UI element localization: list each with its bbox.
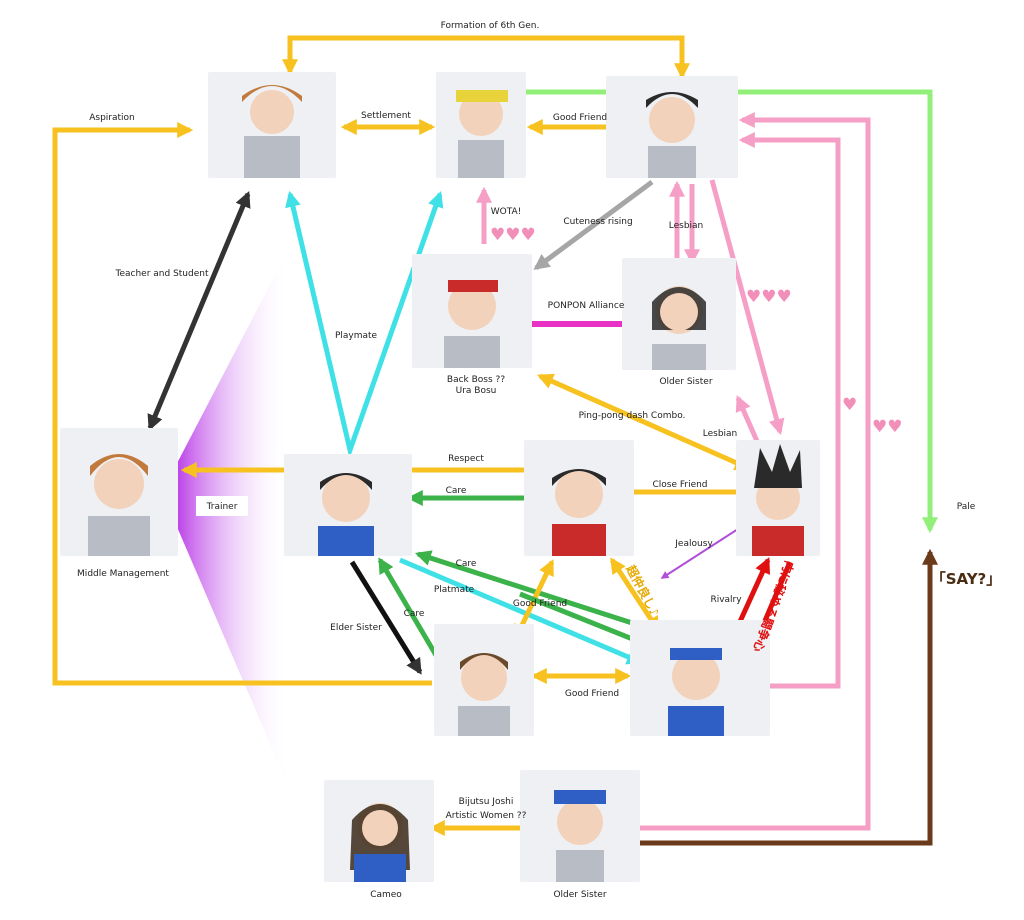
member-photo-n6 xyxy=(60,428,178,556)
edge-pingpong xyxy=(537,373,751,471)
member-photo-n7 xyxy=(284,454,412,556)
member-photo-n10 xyxy=(434,624,534,736)
member-photo-n3 xyxy=(606,76,738,178)
label-playmate: Playmate xyxy=(335,331,378,341)
member-photo-n12 xyxy=(324,780,434,882)
label-say: 「SAY?」 xyxy=(931,570,1002,588)
edge-lesbian-mid xyxy=(735,395,763,450)
caption-ura-bosu: Ura Bosu xyxy=(456,386,497,396)
label-rivalry: Rivalry xyxy=(710,595,742,605)
label-care-3: Care xyxy=(404,609,425,619)
member-photo-n9 xyxy=(736,440,820,556)
trainer-box xyxy=(196,496,248,516)
edge-super-close xyxy=(609,557,661,633)
edge-formation xyxy=(281,35,691,80)
edge-care-3 xyxy=(377,557,443,664)
label-formation: Formation of 6th Gen. xyxy=(441,21,540,31)
caption-older-sister-bottom: Older Sister xyxy=(553,890,606,900)
label-trainer: Trainer xyxy=(206,502,238,512)
hearts-right: ♥♥♥ xyxy=(746,287,792,307)
label-artistic: Artistic Women ?? xyxy=(446,811,527,821)
label-teacher: Teacher and Student xyxy=(115,269,209,279)
hearts-wota: ♥♥♥ xyxy=(490,225,536,245)
label-settlement: Settlement xyxy=(361,111,411,121)
label-cuteness: Cuteness rising xyxy=(563,217,632,227)
edge-pink-loop-outer xyxy=(640,111,871,831)
edge-cuteness xyxy=(533,179,654,271)
hearts-double: ♥♥ xyxy=(872,417,902,437)
label-pale: Pale xyxy=(957,502,976,512)
edge-pink-loop-inner xyxy=(738,131,841,689)
label-close-friend: Close Friend xyxy=(652,480,707,490)
label-care-1: Care xyxy=(446,486,467,496)
member-photo-n2 xyxy=(436,72,526,178)
caption-older-sister-mid: Older Sister xyxy=(659,377,712,387)
caption-back-boss: Back Boss ?? xyxy=(447,375,505,385)
label-good-friend-mid: Good Friend xyxy=(513,599,567,609)
edge-elder-sister xyxy=(349,560,423,675)
label-good-friend-bottom: Good Friend xyxy=(565,689,619,699)
label-jealousy: Jealousy xyxy=(674,539,713,549)
label-platmate: Platmate xyxy=(434,585,475,595)
member-photo-n11 xyxy=(630,620,770,736)
edge-teacher-student xyxy=(147,191,251,431)
heart-single: ♥ xyxy=(842,395,857,415)
label-lesbian-mid: Lesbian xyxy=(703,429,738,439)
label-jp-fighting-spirit: 内に秘める闘争心 xyxy=(750,559,797,654)
label-good-friend-top: Good Friend xyxy=(553,113,607,123)
member-photo-n5 xyxy=(622,258,736,370)
label-bijutsu: Bijutsu Joshi xyxy=(459,797,514,807)
member-photo-n1 xyxy=(208,72,336,178)
edge-playmate xyxy=(285,190,444,459)
edge-aspiration xyxy=(52,121,432,686)
label-respect: Respect xyxy=(448,454,484,464)
label-pingpong: Ping-pong dash Combo. xyxy=(579,411,686,421)
member-photo-n13 xyxy=(520,770,640,882)
label-lesbian-top: Lesbian xyxy=(669,221,704,231)
member-photo-n4 xyxy=(412,254,532,368)
caption-middle-management: Middle Management xyxy=(77,569,169,579)
label-aspiration: Aspiration xyxy=(89,113,135,123)
label-wota: WOTA! xyxy=(491,207,522,217)
label-elder-sister: Elder Sister xyxy=(330,623,382,633)
caption-cameo: Cameo xyxy=(370,890,402,900)
member-photo-n8 xyxy=(524,440,634,556)
edge-hearts-spiky xyxy=(709,179,785,436)
trainer-wedge xyxy=(162,262,290,790)
label-ponpon: PONPON Alliance xyxy=(548,301,625,311)
edge-say xyxy=(640,548,939,846)
label-care-2: Care xyxy=(456,559,477,569)
